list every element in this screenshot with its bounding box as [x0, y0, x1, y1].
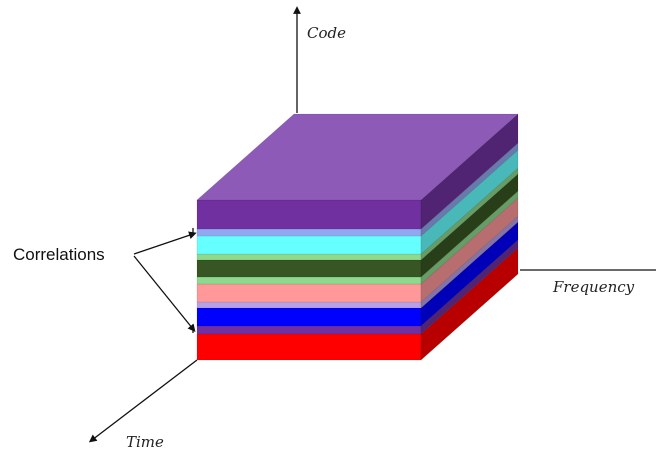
frequency-axis-label: Frequency [552, 278, 635, 296]
dark-green-layer-front [196, 259, 422, 278]
light-green-layer-2-front [196, 253, 422, 261]
time-axis [88, 359, 198, 443]
lavender-layer-front [196, 301, 422, 309]
time-axis-label: Time [126, 433, 164, 451]
cyan-layer-front [196, 235, 422, 255]
correlation-pointer-upper [133, 231, 197, 255]
periwinkle-layer-front [196, 228, 422, 237]
code-axis-label: Code [307, 24, 346, 42]
cube-top-face [196, 113, 519, 201]
blue-layer-front [196, 307, 422, 327]
pink-layer-front [196, 283, 422, 303]
top-purple-layer-front [196, 199, 422, 230]
stacked-layers-cube [196, 113, 519, 361]
dark-purple-layer-front [196, 325, 422, 335]
correlations-label: Correlations [13, 245, 105, 264]
correlation-pointer-lower [133, 255, 196, 333]
light-green-layer-front [196, 276, 422, 285]
red-layer-front [196, 333, 422, 361]
